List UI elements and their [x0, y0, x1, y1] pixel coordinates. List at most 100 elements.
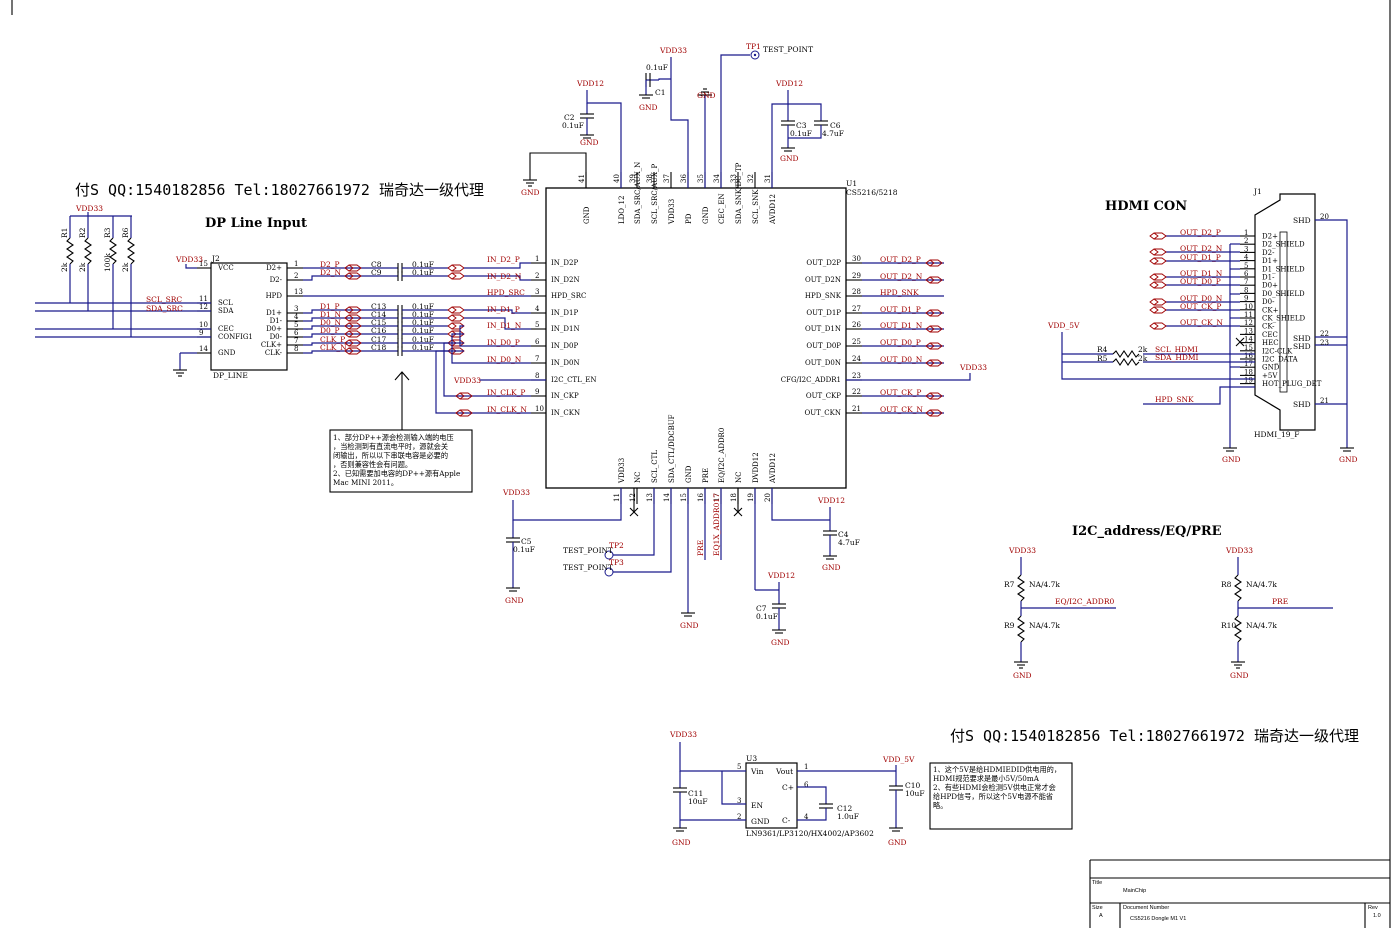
- tp2-ref: TP2: [609, 541, 624, 550]
- u1-pin-name: PRE: [702, 468, 710, 483]
- u1-pin-name: OUT_D2P: [806, 259, 841, 267]
- j1-pin-num: 6: [1244, 270, 1249, 278]
- tp1-ref: TP1: [746, 42, 761, 51]
- note-line: 2、已知需要加电容的DP++源有Apple: [333, 469, 460, 478]
- section-dp-input: DP Line Input: [205, 216, 307, 231]
- vdd33-top: VDD33: [659, 46, 687, 55]
- cap-val: 0.1uF: [412, 335, 434, 344]
- u1-pin-num: 32: [747, 174, 755, 183]
- u1-pin-num: 21: [852, 405, 861, 413]
- net-u1-in: IN_CLK_N: [487, 405, 527, 414]
- u1-pin-name: GND: [702, 206, 710, 224]
- net-u1-out: OUT_D1_N: [880, 321, 923, 330]
- u1-bottom-pins: 11VDD3312NC13SCL_CTL14SDA_CTL/DDCBUF15GN…: [613, 414, 777, 504]
- j2-pin-name: SDA: [218, 307, 234, 315]
- strap-val-bot: NA/4.7k: [1246, 621, 1277, 630]
- tb-title: MainChip: [1123, 888, 1146, 894]
- u1-pin-name: IN_D0N: [551, 359, 580, 367]
- j2-pin-name: D0+: [266, 325, 282, 333]
- tb-rev-label: Rev: [1368, 905, 1378, 911]
- net-u1-out: OUT_D0_P: [880, 338, 921, 347]
- u1-pin-name: VDD33: [618, 458, 626, 484]
- u1-pin-num: 13: [646, 493, 654, 502]
- u1-pin-num: 9: [535, 388, 539, 396]
- net-u1-in: IN_D0_N: [487, 355, 522, 364]
- j1-pin-num: 4: [1244, 254, 1249, 262]
- j1-pin-name: CEC: [1262, 331, 1278, 339]
- u1-pin-name: OUT_CKN: [804, 409, 841, 417]
- j1-pin-name: +5V: [1262, 372, 1278, 380]
- net-dp-left: CLK_P: [320, 335, 345, 344]
- svg-text:22: 22: [1320, 330, 1329, 338]
- pullup-vdd33: VDD33: [75, 204, 103, 213]
- j1-pin-num: 18: [1244, 368, 1253, 376]
- u1-pin-num: 12: [629, 493, 637, 502]
- u1-pin-name: SDA_CTL/DDCBUF: [668, 414, 676, 483]
- net-hdmi: OUT_D2_N: [1180, 244, 1223, 253]
- gnd-pin15: GND: [680, 621, 699, 630]
- note-dp-caps: 1、部分DP++源会检测输入端的电压，当检测到有直流电平时，源就会关闭输出，所以…: [333, 433, 460, 487]
- u1-pin-name: AVDD12: [769, 453, 777, 484]
- u1-pin-name: VDD33: [668, 199, 676, 225]
- net-u1-in: IN_D2_P: [487, 255, 520, 264]
- u1-pin-num: 18: [730, 493, 738, 502]
- j1-pin-num: 12: [1244, 319, 1253, 327]
- j1-pin-name: I2C_DATA: [1262, 356, 1299, 364]
- note-line: Mac MINI 2011。: [333, 478, 398, 487]
- u1-pin-num: 22: [852, 388, 861, 396]
- c11-val: 10uF: [688, 797, 708, 806]
- j2-pin-num: 11: [199, 295, 208, 303]
- gnd-j1-shield: GND: [1339, 455, 1358, 464]
- vdd12-c4: VDD12: [817, 496, 845, 505]
- gnd-c1: GND: [639, 103, 658, 112]
- u1-pin-name: I2C_CTL_EN: [551, 376, 596, 384]
- j1-pin-name: D2+: [1262, 233, 1278, 241]
- vdd33-u3: VDD33: [669, 730, 697, 739]
- c12-ref: C12: [837, 804, 853, 813]
- c5-ref: C5: [521, 537, 532, 546]
- j1-pin-num: 11: [1244, 311, 1253, 319]
- j2-pin-num: 8: [294, 345, 298, 353]
- j2-part: DP_LINE: [213, 371, 248, 380]
- j2-pin-name: VCC: [217, 264, 234, 272]
- note-5v: 1、这个5V是给HDMIEDID供电用的，HDMI规范要求是最小5V/50mA2…: [933, 765, 1061, 810]
- section-i2c-eq: I2C_address/EQ/PRE: [1072, 524, 1222, 539]
- j1-pin-name: D1+: [1262, 257, 1278, 265]
- net-u1-out: OUT_D1_P: [880, 305, 921, 314]
- pullup-ref: R3: [103, 227, 112, 238]
- gnd-c2: GND: [580, 138, 599, 147]
- j2-pin-name: D1-: [270, 317, 283, 325]
- cap-ref: C17: [371, 335, 387, 344]
- u1-pin-name: SCL_SRC/AUX_P: [651, 163, 659, 224]
- svg-text:21: 21: [1320, 397, 1329, 405]
- j1-pin-num: 16: [1244, 352, 1253, 360]
- svg-text:4: 4: [804, 813, 809, 821]
- u1-pin-name: CFG/I2C_ADDR1: [781, 376, 841, 384]
- net-u1-out: OUT_CK_N: [880, 405, 923, 414]
- r5-ref: R5: [1097, 354, 1108, 363]
- j1-shd-23: SHD: [1293, 342, 1311, 351]
- u3-cm: C-: [782, 816, 791, 825]
- u1-pin-name: HPD_SRC: [551, 292, 586, 300]
- j1-pin-name: CK+: [1262, 306, 1279, 314]
- u1-pin-name: IN_D1P: [551, 309, 578, 317]
- u1-pin-num: 1: [535, 255, 539, 263]
- strap-val-bot: NA/4.7k: [1029, 621, 1060, 630]
- c1-ref: C1: [655, 88, 666, 97]
- u1-pin-num: 29: [852, 272, 861, 280]
- pullup-val: 2k: [60, 262, 69, 272]
- note-line: 2、有些HDMI会检测5V供电正常才会: [933, 783, 1056, 792]
- j1-shd-22: SHD: [1293, 334, 1311, 343]
- u1-pin-num: 4: [535, 305, 540, 313]
- u1-pin-name: HPD_SNK: [805, 292, 842, 300]
- svg-text:1: 1: [804, 763, 808, 771]
- j2-pin-name: D2+: [266, 264, 282, 272]
- net-hdmi: OUT_D0_P: [1180, 277, 1221, 286]
- cap-val: 0.1uF: [412, 310, 434, 319]
- net-hdmi: OUT_D1_P: [1180, 253, 1221, 262]
- j1-pin-num: 7: [1244, 278, 1248, 286]
- c1-val: 0.1uF: [646, 63, 668, 72]
- c12-val: 1.0uF: [837, 812, 859, 821]
